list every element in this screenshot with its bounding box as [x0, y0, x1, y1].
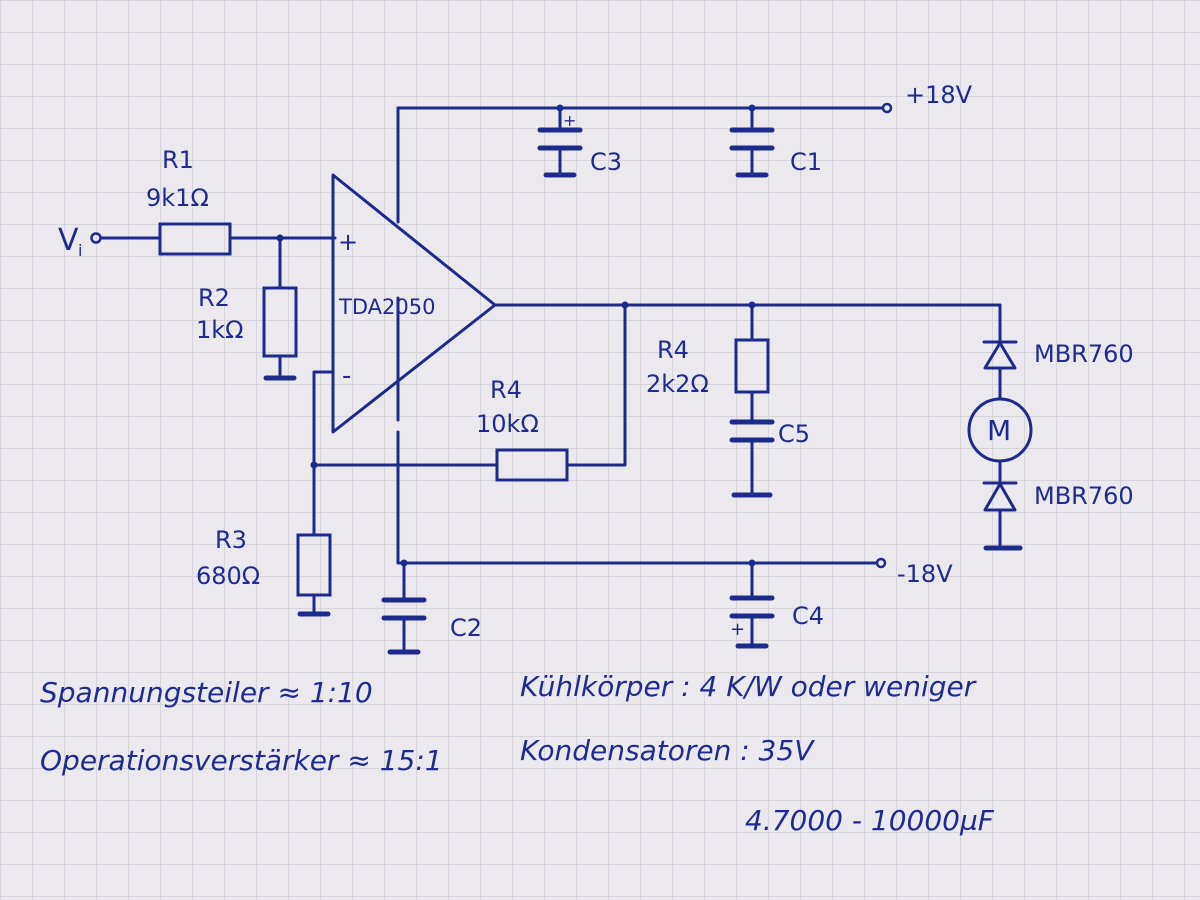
note-capacitance: 4.7000 - 10000µF	[745, 804, 995, 837]
label-input: V	[58, 223, 79, 258]
note-capacitors: Kondensatoren : 35V	[520, 734, 815, 767]
snubber-network	[729, 303, 775, 498]
label-opamp-plus: +	[338, 228, 358, 256]
note-divider: Spannungsteiler ≈ 1:10	[40, 676, 373, 709]
positive-terminal	[881, 102, 893, 114]
label-c3: C3	[590, 148, 622, 176]
label-r2-name: R2	[198, 284, 230, 312]
label-r1-name: R1	[162, 146, 194, 174]
capacitor-c3	[537, 106, 583, 178]
capacitor-c2	[381, 561, 427, 655]
label-c2: C2	[450, 614, 482, 642]
label-motor: M	[987, 414, 1011, 447]
label-d2: MBR760	[1034, 482, 1134, 510]
label-c4: C4	[792, 602, 824, 630]
label-c1: C1	[790, 148, 822, 176]
label-neg-supply: -18V	[897, 560, 953, 588]
negative-terminal	[875, 557, 887, 569]
output-network	[296, 301, 1002, 617]
label-r3-name: R3	[215, 526, 247, 554]
label-pos-supply: +18V	[905, 81, 973, 109]
note-opamp-gain: Operationsverstärker ≈ 15:1	[40, 744, 443, 777]
label-r4-snubber-name: R4	[657, 336, 689, 364]
label-opamp-minus: -	[342, 361, 351, 391]
label-opamp: TDA2050	[338, 295, 435, 319]
label-c5: C5	[778, 420, 810, 448]
label-r4-feedback-value: 10kΩ	[476, 410, 539, 438]
note-heatsink: Kühlkörper : 4 K/W oder weniger	[520, 670, 977, 703]
capacitor-c1	[729, 106, 775, 178]
label-r3-value: 680Ω	[196, 562, 260, 590]
positive-rail	[396, 102, 893, 224]
label-r1-value: 9k1Ω	[146, 184, 209, 212]
label-c4-polarity: +	[730, 619, 745, 640]
motor-branch	[967, 303, 1033, 551]
capacitor-c4	[729, 561, 775, 649]
label-c3-polarity: +	[563, 111, 576, 130]
label-d1: MBR760	[1034, 340, 1134, 368]
label-r4-snubber-value: 2k2Ω	[646, 370, 709, 398]
input-network	[90, 222, 337, 381]
label-input-sub: i	[78, 241, 82, 260]
label-r2-value: 1kΩ	[196, 316, 244, 344]
label-r4-feedback-name: R4	[490, 376, 522, 404]
negative-rail	[396, 296, 887, 569]
opamp-tda2050	[331, 173, 497, 434]
